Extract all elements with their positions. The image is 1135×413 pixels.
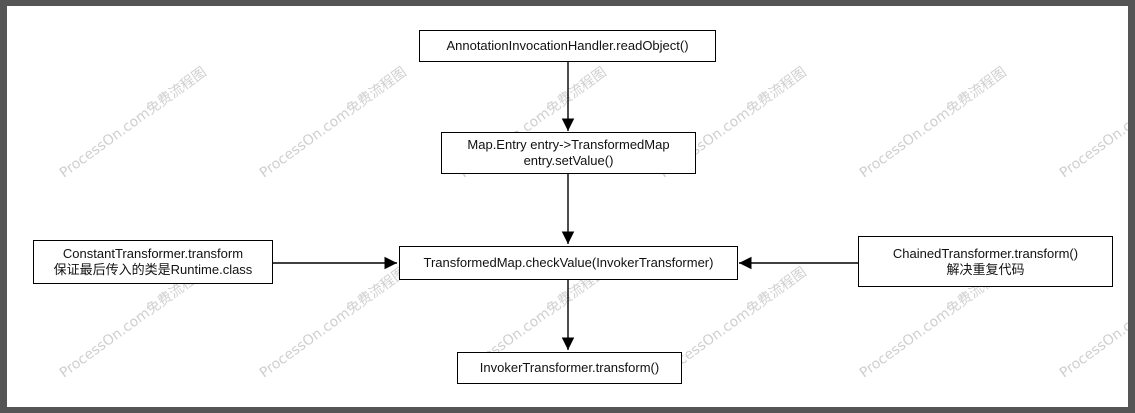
node-checkvalue-text: TransformedMap.checkValue(InvokerTransfo… <box>423 255 714 270</box>
node-mapentry-line1: Map.Entry entry->TransformedMap <box>467 137 670 152</box>
node-mapentry-line2: entry.setValue() <box>523 153 614 168</box>
node-mapentry[interactable]: Map.Entry entry->TransformedMap entry.se… <box>441 132 696 174</box>
diagram-canvas: ProcessOn.com免费流程图 ProcessOn.com免费流程图 Pr… <box>7 6 1128 407</box>
node-constant-line1: ConstantTransformer.transform <box>62 246 244 261</box>
node-chained-line1: ChainedTransformer.transform() <box>892 245 1079 261</box>
node-invoker-text: InvokerTransformer.transform() <box>479 360 660 375</box>
node-chained-line2: 解决重复代码 <box>946 261 1025 277</box>
node-chained[interactable]: ChainedTransformer.transform() 解决重复代码 <box>858 236 1113 287</box>
node-constant-line2: 保证最后传入的类是Runtime.class <box>53 262 253 277</box>
diagram-edges <box>273 62 858 350</box>
node-readobject-text: AnnotationInvocationHandler.readObject() <box>446 38 689 53</box>
node-checkvalue[interactable]: TransformedMap.checkValue(InvokerTransfo… <box>399 246 738 280</box>
node-constant[interactable]: ConstantTransformer.transform 保证最后传入的类是R… <box>33 240 273 284</box>
node-readobject[interactable]: AnnotationInvocationHandler.readObject() <box>419 30 716 62</box>
node-invoker[interactable]: InvokerTransformer.transform() <box>457 352 682 384</box>
